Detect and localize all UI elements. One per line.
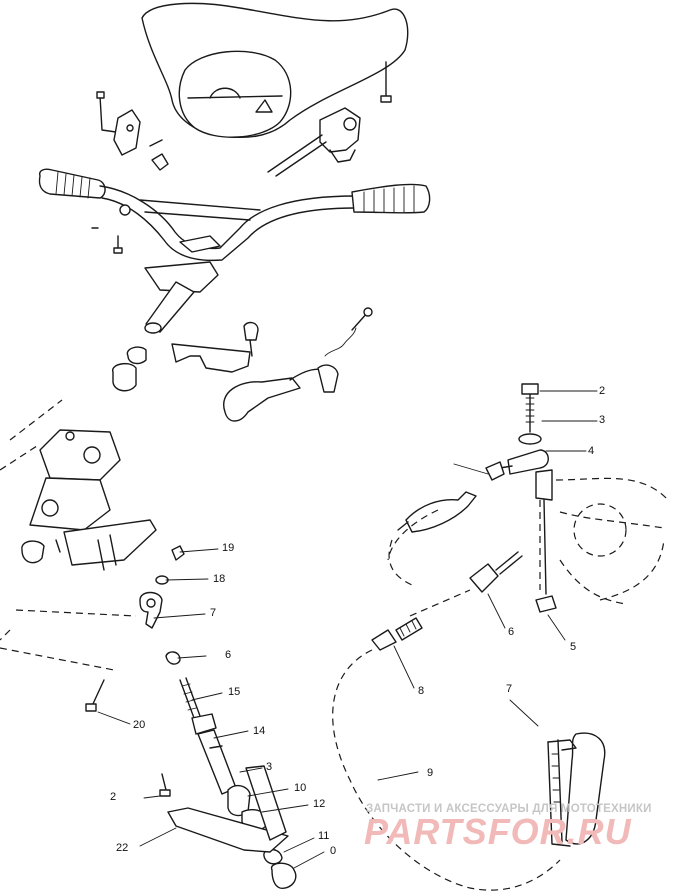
callout-20: 20 [133,719,146,731]
callout-3-lower: 3 [266,761,273,773]
callout-10-upper: 10 [294,782,307,794]
callout-8: 8 [418,685,425,697]
callout-9: 9 [427,767,434,779]
bolt-20 [85,679,105,712]
steering-support [0,399,157,571]
cable-end-fitting [371,617,423,651]
hood-cover [141,2,409,139]
mount-screw-top [380,61,392,103]
callout-12: 12 [313,798,326,810]
callout-7-lower: 7 [210,607,217,619]
cable-assembly-upper [387,383,549,586]
cable-adjuster [409,551,523,617]
callout-10-lower: 0 [330,845,337,857]
steering-arm-housing [535,469,669,605]
watermark-brand: PARTSFOR.RU [364,811,632,852]
callout-6-upper: 6 [508,626,515,638]
lower-link-stack [139,545,297,889]
steering-arm-bracket [547,732,606,847]
handlebar [38,168,431,262]
upper-bracket [96,91,169,171]
callout-2: 2 [599,385,606,397]
throttle-housing [267,107,361,177]
callout-11: 11 [318,830,330,842]
tether-switch [223,307,373,422]
callout-15: 15 [228,686,241,698]
callout-22: 22 [116,842,129,854]
callout-3-upper: 3 [599,414,606,426]
handlebar-plate [171,321,259,373]
callout-14: 14 [253,725,266,737]
cable-nut [535,499,557,613]
callout-5: 5 [570,641,577,653]
callout-21: 2 [110,791,117,803]
callout-6-lower: 6 [225,649,232,661]
steering-cable-long [332,649,561,891]
leader-lines [97,390,598,869]
reference-lines [0,609,137,671]
callout-4: 4 [588,445,595,457]
watermark-caption: ЗАПЧАСТИ И АКСЕССУАРЫ ДЛЯ МОТОТЕХНИКИ [366,803,652,815]
callout-19: 19 [222,542,235,554]
callout-18: 18 [213,573,226,585]
mounting-bracket-lower [159,765,289,853]
callout-7-upper: 7 [506,683,513,695]
steering-post [112,261,219,392]
